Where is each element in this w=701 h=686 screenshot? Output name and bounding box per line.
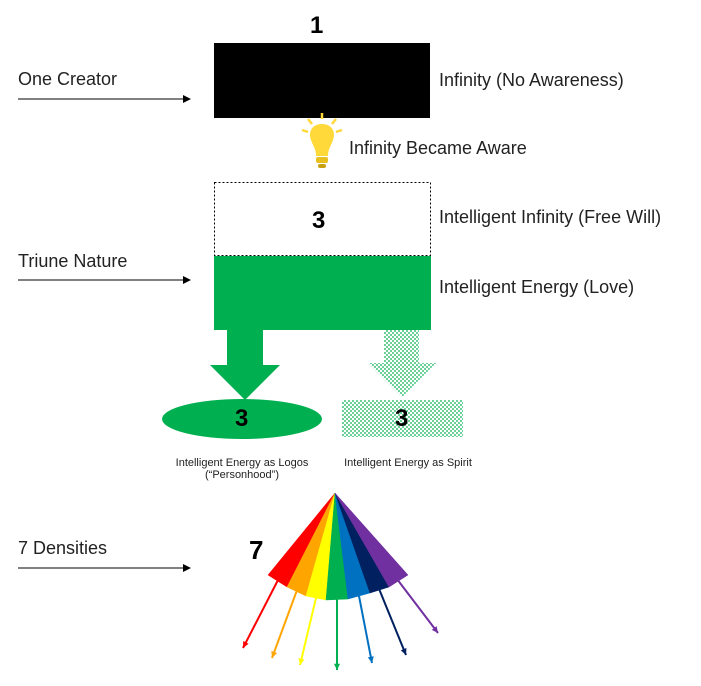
logos-ellipse — [162, 399, 322, 439]
label-triune-nature: Triune Nature — [18, 251, 128, 271]
density-arrow-blue — [358, 595, 373, 664]
density-arrowhead-blue — [367, 656, 374, 663]
density-arrow-yellow — [299, 597, 317, 666]
intelligent-infinity-box — [214, 182, 431, 256]
arrow-to-logos — [210, 330, 280, 400]
number-three-spirit: 3 — [395, 405, 409, 432]
label-intelligent-energy: Intelligent Energy (Love) — [439, 277, 635, 297]
density-arrowhead-orange — [271, 651, 278, 658]
label-logos-line2: (“Personhood”) — [205, 469, 279, 481]
intelligent-energy-box — [214, 256, 431, 330]
label-intelligent-infinity: Intelligent Infinity (Free Will) — [439, 207, 662, 227]
label-became-aware: Infinity Became Aware — [349, 138, 527, 158]
density-arrow-purple — [397, 580, 439, 634]
density-fan — [242, 492, 439, 670]
density-arrow-navy — [378, 589, 407, 656]
density-arrowhead-yellow — [298, 658, 305, 665]
label-logos: Intelligent Energy as Logos (“Personhood… — [162, 457, 322, 481]
label-seven-densities: 7 Densities — [18, 538, 108, 558]
arrow-to-spirit — [368, 330, 436, 397]
infinity-box — [214, 43, 430, 118]
label-logos-line1: Intelligent Energy as Logos — [175, 457, 309, 469]
density-arrow-red — [242, 580, 279, 649]
density-arrowhead-red — [243, 641, 249, 648]
density-arrow-orange — [271, 591, 298, 659]
number-seven: 7 — [249, 535, 264, 565]
spirit-box — [342, 400, 463, 437]
number-three-triune: 3 — [312, 207, 326, 234]
density-arrowhead-purple — [431, 626, 438, 633]
number-three-logos: 3 — [235, 405, 249, 432]
number-one: 1 — [310, 12, 324, 39]
label-infinity: Infinity (No Awareness) — [439, 70, 624, 90]
density-arrowhead-green — [333, 663, 341, 670]
lightbulb-icon — [301, 113, 343, 168]
left-arrows — [18, 95, 191, 572]
label-one-creator: One Creator — [18, 69, 118, 89]
label-spirit: Intelligent Energy as Spirit — [344, 457, 472, 469]
density-arrowhead-navy — [400, 648, 407, 655]
